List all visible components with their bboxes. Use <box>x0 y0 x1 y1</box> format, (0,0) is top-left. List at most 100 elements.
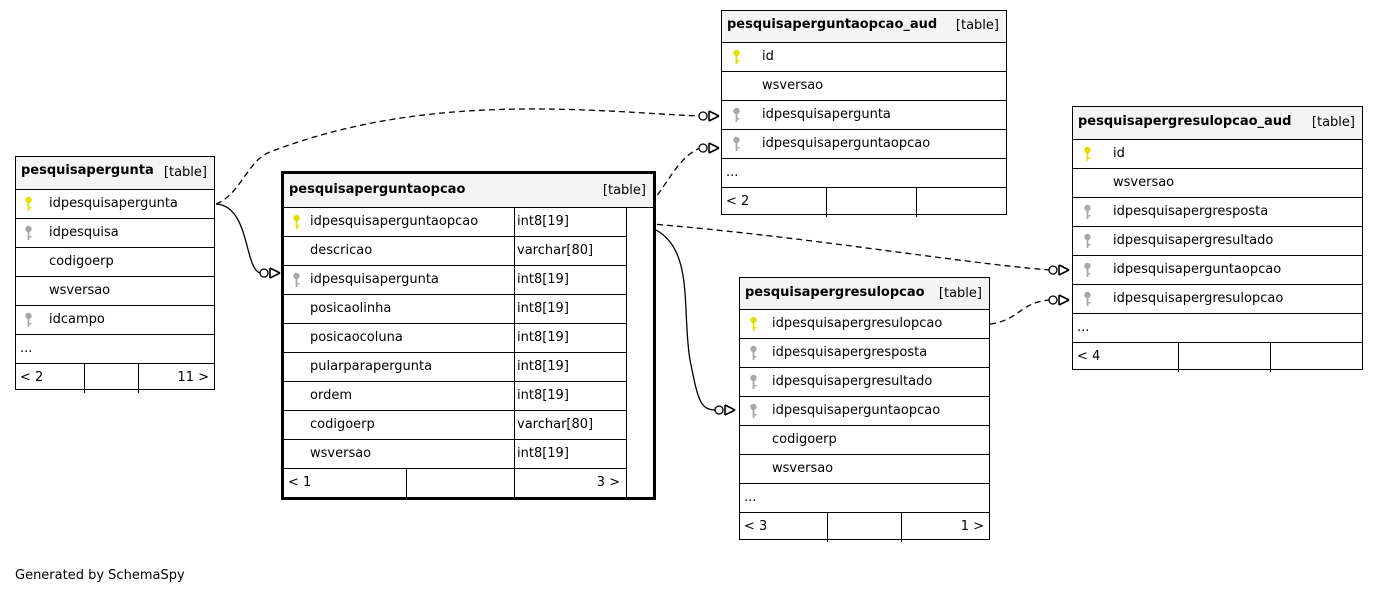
column-name: wsversao <box>49 283 111 298</box>
column-row[interactable]: idpesquisaperguntaopcao <box>1073 256 1362 285</box>
column-row[interactable]: ... <box>1073 314 1362 343</box>
column-name: idpesquisapergunta <box>310 272 439 287</box>
table-kind: [table] <box>1311 115 1355 130</box>
footer-parents[interactable]: < 3 <box>744 519 768 534</box>
table-pesquisapergresulopcao[interactable]: pesquisapergresulopcao [table] idpesquis… <box>739 277 990 542</box>
column-row[interactable]: wsversao <box>1073 169 1362 198</box>
column-name: posicaocoluna <box>310 330 403 345</box>
foreign-key-icon <box>1083 291 1092 311</box>
column-row[interactable]: idpesquisapergresultado <box>740 368 989 397</box>
primary-key-icon <box>732 49 741 69</box>
column-row[interactable]: ... <box>740 484 989 513</box>
column-row[interactable]: codigoerp <box>16 248 214 277</box>
edge-resulopcao-to-resulopcao-aud <box>989 299 1051 325</box>
column-row[interactable]: idpesquisapergresposta <box>1073 198 1362 227</box>
primary-key-icon <box>1083 146 1092 166</box>
column-row[interactable]: id <box>722 43 1006 72</box>
column-name: wsversao <box>1113 175 1175 190</box>
footer-parents[interactable]: < 2 <box>20 370 44 385</box>
column-name: wsversao <box>310 446 372 461</box>
column-row[interactable]: idcampo <box>16 306 214 335</box>
column-row[interactable]: idpesquisapergresulopcao <box>740 310 989 339</box>
foreign-key-icon <box>1083 262 1092 282</box>
column-row[interactable]: idpesquisapergunta <box>722 101 1006 130</box>
foreign-key-icon <box>24 312 33 332</box>
foreign-key-icon <box>749 403 758 423</box>
edge-opcao-to-resulopcao-aud <box>626 221 1051 271</box>
column-row[interactable]: wsversao <box>16 277 214 306</box>
column-row[interactable]: idpesquisapergunta <box>16 190 214 219</box>
table-header: pesquisapergunta [table] <box>16 157 214 190</box>
crowfoot <box>724 404 736 416</box>
column-name: idpesquisaperguntaopcao <box>310 214 479 229</box>
column-name: idpesquisaperguntaopcao <box>762 136 931 151</box>
footer-parents[interactable]: < 1 <box>288 475 312 490</box>
primary-key-icon <box>749 316 758 336</box>
crowfoot <box>1058 264 1070 276</box>
column-row[interactable]: ... <box>16 335 214 364</box>
column-row[interactable]: ... <box>722 159 1006 188</box>
table-header: pesquisaperguntaopcao [table] <box>284 174 653 208</box>
table-header: pesquisapergresulopcao [table] <box>740 278 989 310</box>
column-row[interactable]: idpesquisapergresulopcao <box>1073 285 1362 314</box>
column-name: idpesquisaperguntaopcao <box>1113 262 1282 277</box>
column-name: idpesquisapergresultado <box>772 374 933 389</box>
foreign-key-icon <box>749 345 758 365</box>
footer-children[interactable]: 11 > <box>177 370 209 385</box>
edge-opcao-to-resulopcao <box>626 221 717 411</box>
column-row[interactable]: idpesquisapergresposta <box>740 339 989 368</box>
column-name: posicaolinha <box>310 301 392 316</box>
table-kind: [table] <box>602 183 646 198</box>
table-kind: [table] <box>938 286 982 301</box>
column-row[interactable]: id <box>1073 140 1362 169</box>
edge-end-circle <box>698 143 708 153</box>
foreign-key-icon <box>749 374 758 394</box>
table-footer: < 3 1 > <box>740 513 989 542</box>
column-row[interactable]: idpesquisaperguntaopcao <box>740 397 989 426</box>
foreign-key-icon <box>1083 204 1092 224</box>
foreign-key-icon <box>732 107 741 127</box>
crowfoot <box>708 142 720 154</box>
table-header: pesquisapergresulopcao_aud [table] <box>1073 107 1362 140</box>
edge-pergunta-to-opcao <box>215 203 268 274</box>
column-row[interactable]: descricao varchar[80] <box>284 237 626 266</box>
table-pesquisapergresulopcao-aud[interactable]: pesquisapergresulopcao_aud [table] id wsv… <box>1072 106 1363 372</box>
column-name: descricao <box>310 243 373 258</box>
column-name: codigoerp <box>772 432 837 447</box>
column-name: wsversao <box>762 78 824 93</box>
footer-children[interactable]: 1 > <box>960 519 984 534</box>
footer-parents[interactable]: < 4 <box>1077 349 1101 364</box>
column-name: ordem <box>310 388 352 403</box>
generated-by-label: Generated by SchemaSpy <box>15 568 185 583</box>
column-row[interactable]: idpesquisapergresultado <box>1073 227 1362 256</box>
column-row[interactable]: wsversao <box>722 72 1006 101</box>
column-name: ... <box>20 341 33 356</box>
column-name: idpesquisapergresultado <box>1113 233 1274 248</box>
foreign-key-icon <box>292 272 301 292</box>
column-name: ... <box>1077 320 1090 335</box>
table-footer: < 2 <box>722 188 1006 217</box>
column-row[interactable]: wsversao <box>740 455 989 484</box>
footer-parents[interactable]: < 2 <box>726 194 750 209</box>
table-kind: [table] <box>955 18 999 33</box>
table-pesquisapergunta[interactable]: pesquisapergunta [table] idpesquisapergu… <box>15 156 215 393</box>
column-row[interactable]: idpesquisa <box>16 219 214 248</box>
column-row[interactable]: idpesquisaperguntaopcao <box>722 130 1006 159</box>
footer-children[interactable]: 3 > <box>596 475 620 490</box>
column-row[interactable]: codigoerp <box>740 426 989 455</box>
table-pesquisaperguntaopcao[interactable]: pesquisaperguntaopcao [table] idpesquisa… <box>281 171 656 500</box>
column-name: idpesquisapergresulopcao <box>772 316 943 331</box>
column-name: idpesquisapergresposta <box>772 345 928 360</box>
edge-end-circle <box>698 111 708 121</box>
column-type: varchar[80] <box>517 243 594 258</box>
